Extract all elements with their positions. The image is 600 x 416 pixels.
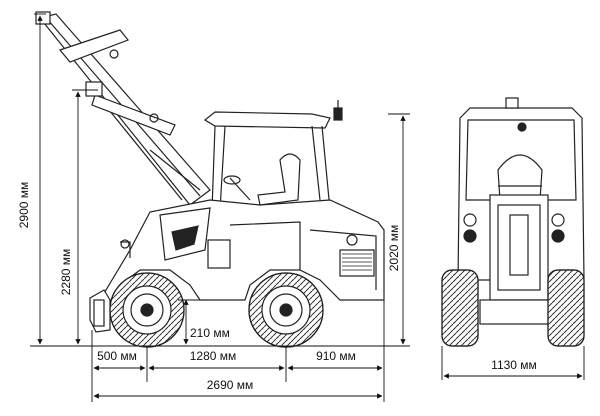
label-total-width: 1130 мм (491, 358, 537, 372)
front-view (441, 97, 585, 347)
label-total-height: 2900 мм (17, 182, 31, 229)
label-front-overhang: 500 мм (97, 349, 137, 363)
rear-wheel (248, 272, 324, 348)
front-attachment (89, 289, 111, 333)
dimension-lines (30, 13, 585, 402)
label-wheelbase: 1280 мм (190, 349, 237, 363)
chassis (98, 199, 385, 301)
label-total-length: 2690 мм (207, 378, 254, 392)
label-height-front: 2280 мм (59, 249, 73, 296)
side-view (35, 11, 385, 348)
label-rear-overhang: 910 мм (316, 349, 356, 363)
front-wheel (109, 272, 185, 348)
label-height-cab: 2020 мм (387, 225, 401, 272)
telescopic-boom (35, 11, 211, 206)
label-ground-clearance: 210 мм (190, 326, 230, 340)
